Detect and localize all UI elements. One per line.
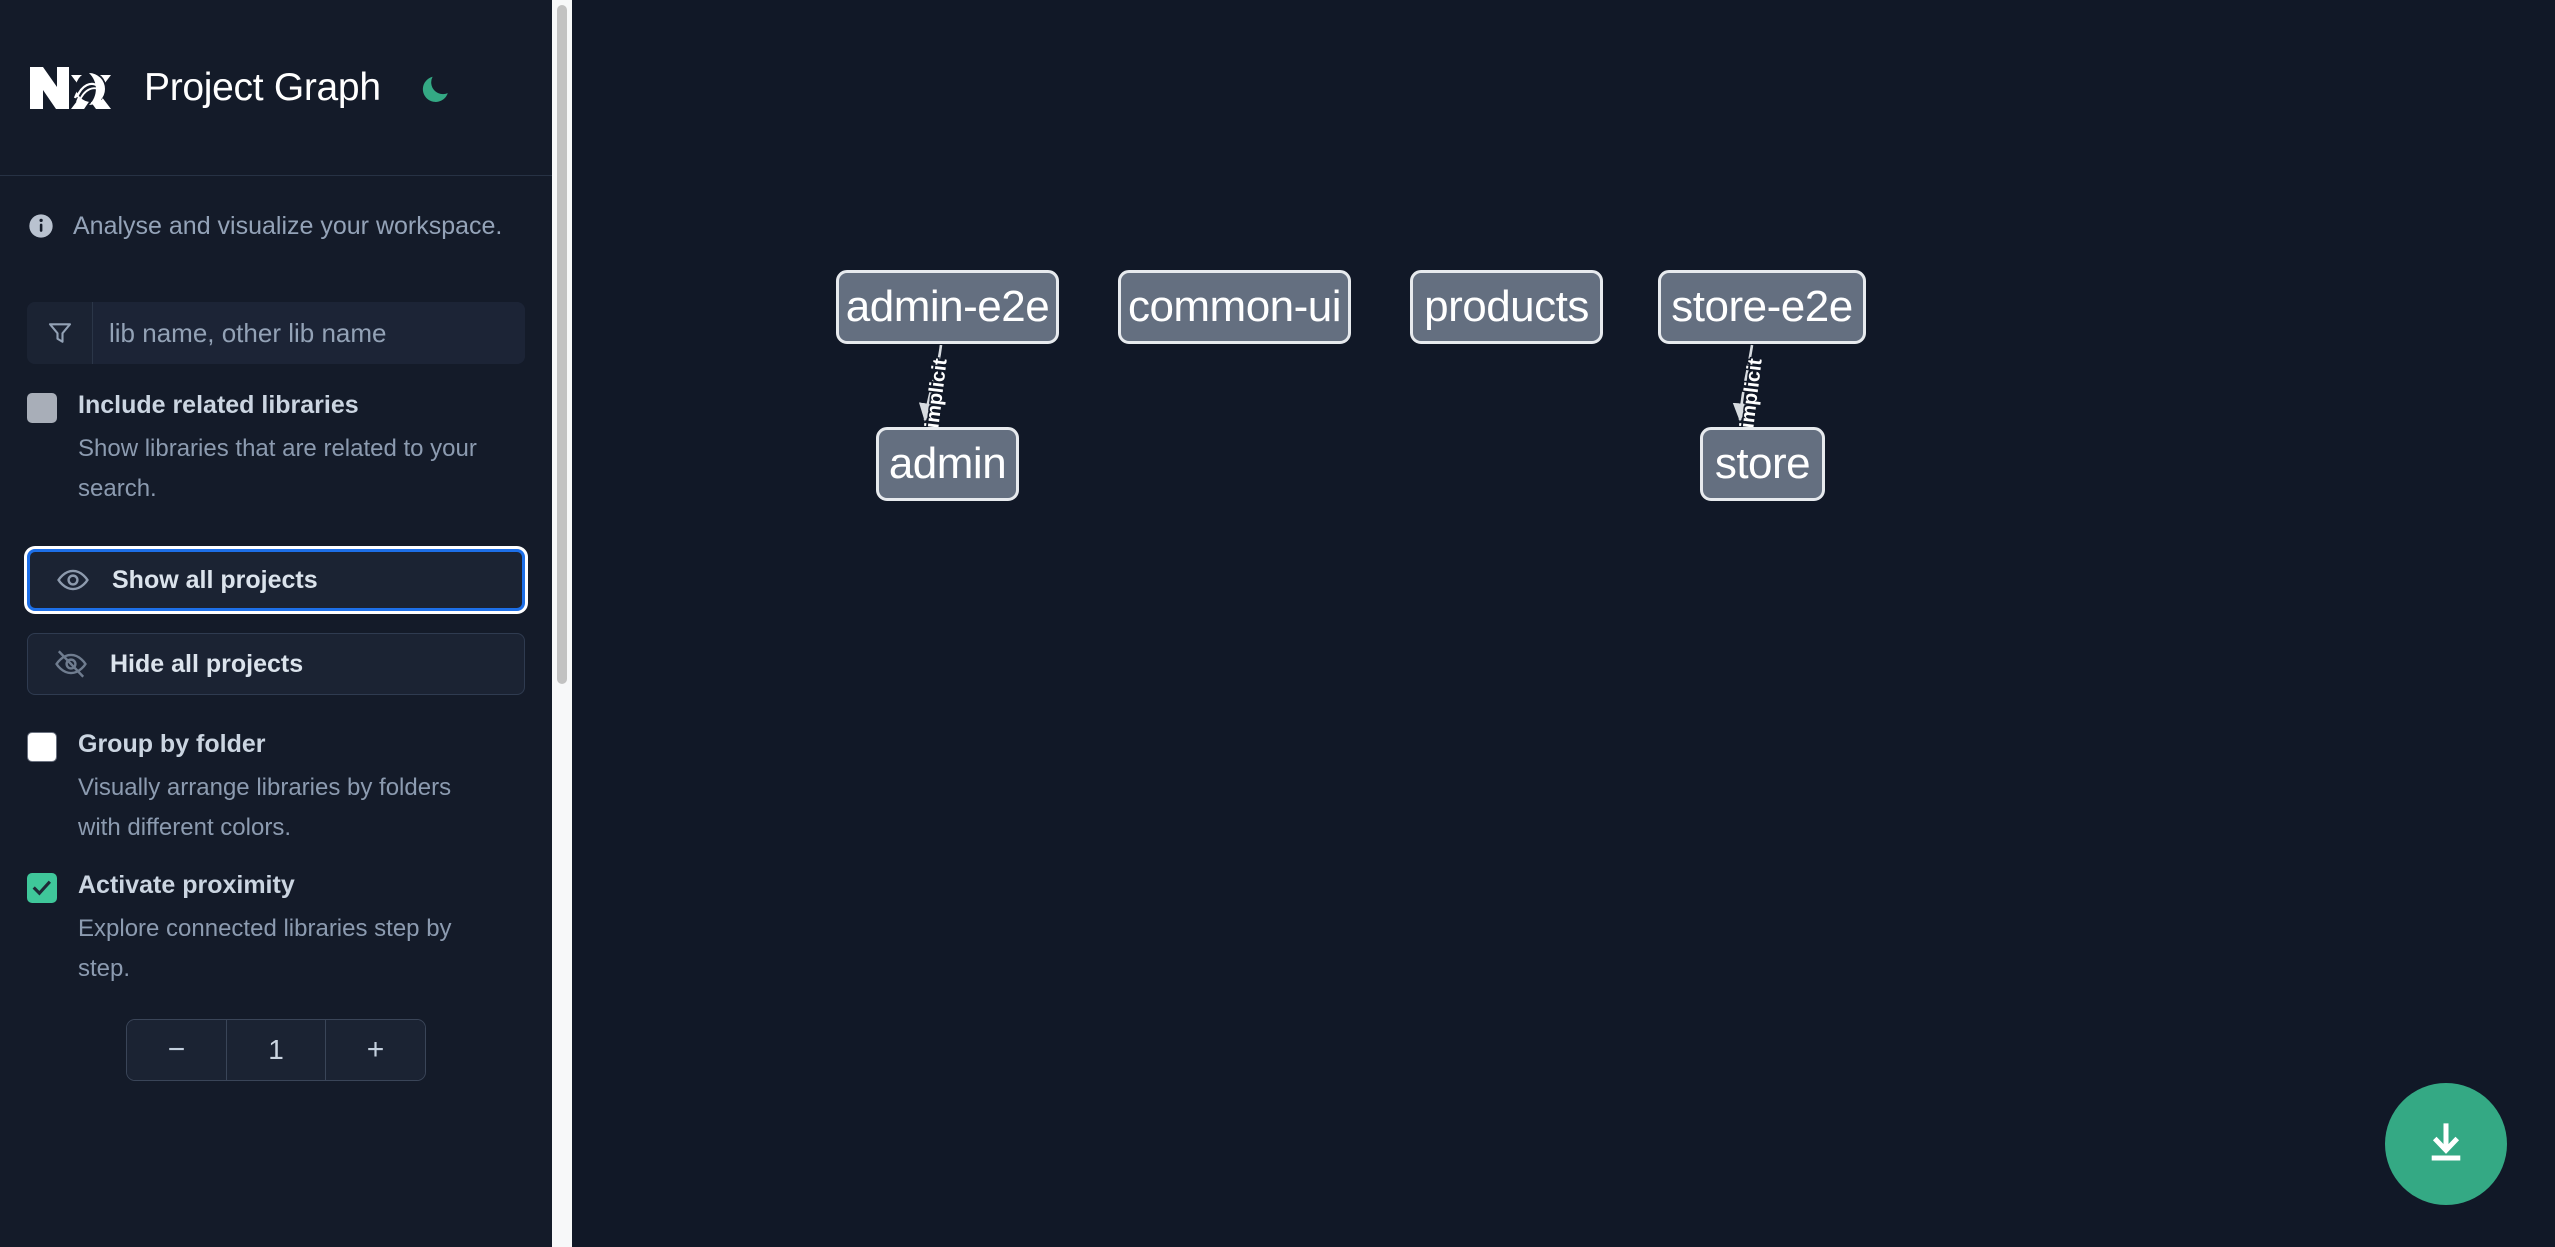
option-description: Visually arrange libraries by folders wi… [78, 774, 452, 841]
hide-all-projects-label: Hide all projects [110, 649, 304, 678]
eye-icon [56, 563, 90, 597]
option-label: Include related libraries [78, 391, 359, 419]
show-all-projects-button[interactable]: Show all projects [27, 549, 525, 611]
proximity-decrement-button[interactable]: − [127, 1020, 226, 1080]
sidebar-scrollbar-thumb[interactable] [557, 5, 567, 684]
eye-off-icon [54, 647, 88, 681]
sidebar-header: Project Graph [0, 0, 552, 176]
option-description: Show libraries that are related to your … [78, 435, 477, 502]
app-title: Project Graph [144, 65, 381, 109]
graph-canvas[interactable]: implicit implicit admin-e2e common-ui pr… [572, 0, 2555, 1247]
option-activate-proximity: Activate proximity Explore connected lib… [27, 848, 525, 1081]
download-button[interactable] [2385, 1083, 2507, 1205]
graph-node-store-e2e[interactable]: store-e2e [1658, 270, 1866, 344]
sidebar: Project Graph Analyse and visualize your… [0, 0, 552, 1247]
option-label: Activate proximity [78, 871, 295, 899]
proximity-increment-button[interactable]: + [326, 1020, 425, 1080]
option-label: Group by folder [78, 730, 266, 758]
activate-proximity-checkbox[interactable] [27, 873, 57, 903]
search-input[interactable] [93, 302, 525, 364]
edge-store-e2e-to-store [1732, 344, 1754, 422]
tagline-text: Analyse and visualize your workspace. [73, 211, 503, 240]
proximity-value: 1 [226, 1020, 326, 1080]
include-related-libraries-checkbox[interactable] [27, 393, 57, 423]
graph-edges [918, 344, 1754, 422]
graph-node-products[interactable]: products [1410, 270, 1603, 344]
visibility-buttons: Show all projects Hide all projects [27, 549, 525, 695]
edge-admin-e2e-to-admin [918, 344, 943, 422]
hide-all-projects-button[interactable]: Hide all projects [27, 633, 525, 695]
download-icon [2420, 1116, 2472, 1173]
graph-node-common-ui[interactable]: common-ui [1118, 270, 1351, 344]
graph-node-admin-e2e[interactable]: admin-e2e [836, 270, 1059, 344]
option-group-by-folder: Group by folder Visually arrange librari… [27, 695, 525, 848]
tagline: Analyse and visualize your workspace. [0, 178, 552, 274]
option-description: Explore connected libraries step by step… [78, 915, 452, 982]
filter-bar [27, 302, 525, 364]
info-icon [27, 212, 55, 240]
graph-node-admin[interactable]: admin [876, 427, 1019, 501]
moon-icon[interactable] [415, 67, 457, 109]
graph-node-store[interactable]: store [1700, 427, 1825, 501]
nx-logo-icon [27, 57, 115, 119]
proximity-stepper: − 1 + [27, 1019, 525, 1081]
funnel-icon [27, 302, 93, 364]
option-include-related-libraries: Include related libraries Show libraries… [27, 364, 525, 509]
sidebar-scrollbar-track[interactable] [552, 0, 572, 1247]
show-all-projects-label: Show all projects [112, 565, 318, 594]
group-by-folder-checkbox[interactable] [27, 732, 57, 762]
